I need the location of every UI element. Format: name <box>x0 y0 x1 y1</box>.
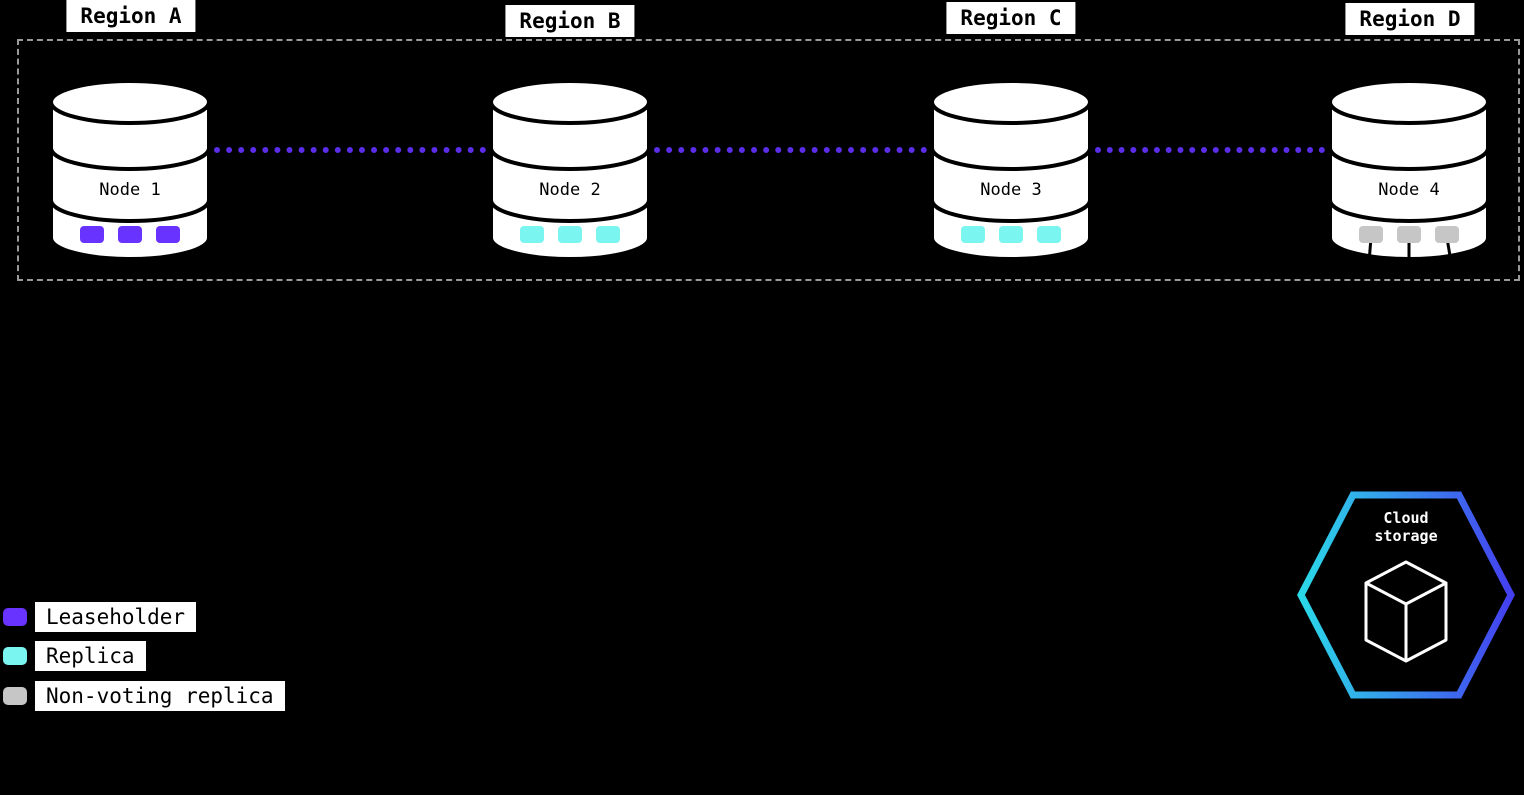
node-1-label: Node 1 <box>99 180 160 200</box>
node-1-cylinder: Node 1 <box>49 79 211 261</box>
cube-icon <box>1364 560 1448 663</box>
legend-label-replica: Replica <box>35 641 146 671</box>
cluster-boundary <box>17 39 1520 281</box>
database-top <box>489 79 651 125</box>
cloud-storage-label-line1: Cloud <box>1383 509 1428 527</box>
leaseholder-swatch-icon <box>3 608 27 626</box>
legend-item-leaseholder: Leaseholder <box>2 602 197 632</box>
region-d-label: Region D <box>1345 3 1475 35</box>
cloud-storage-hexagon: Cloud storage <box>1297 491 1515 699</box>
region-c-label: Region C <box>946 2 1076 34</box>
legend-item-replica: Replica <box>2 641 146 671</box>
node1-node2-link <box>214 147 486 153</box>
replica-square <box>1037 226 1061 243</box>
node2-node3-link <box>654 147 927 153</box>
node-2-label: Node 2 <box>539 180 600 200</box>
leaseholder-square <box>156 226 180 243</box>
legend-item-non-voting-replica: Non-voting replica <box>2 681 285 711</box>
hexagon-outline <box>1297 491 1515 699</box>
node-4-cylinder: Node 4 <box>1328 79 1490 263</box>
non-voting-replica-square <box>1435 226 1459 243</box>
node-4-label: Node 4 <box>1378 180 1439 200</box>
database-top <box>1328 79 1490 125</box>
database-top <box>930 79 1092 125</box>
replica-swatch-icon <box>3 647 27 665</box>
legend-label-non-voting-replica: Non-voting replica <box>35 681 285 711</box>
non-voting-replica-swatch-icon <box>3 687 27 705</box>
region-b-label: Region B <box>505 5 635 37</box>
node3-node4-link <box>1095 147 1325 153</box>
non-voting-replica-square <box>1359 226 1383 243</box>
node-3-label: Node 3 <box>980 180 1041 200</box>
replica-square <box>558 226 582 243</box>
database-top <box>49 79 211 125</box>
leaseholder-square <box>118 226 142 243</box>
replica-square <box>520 226 544 243</box>
legend-label-leaseholder: Leaseholder <box>35 602 197 632</box>
node-3-cylinder: Node 3 <box>930 79 1092 261</box>
replica-square <box>961 226 985 243</box>
replica-square <box>999 226 1023 243</box>
region-a-label: Region A <box>66 0 196 32</box>
non-voting-replica-square <box>1397 226 1421 243</box>
replica-square <box>596 226 620 243</box>
node-2-cylinder: Node 2 <box>489 79 651 261</box>
cloud-storage-label-line2: storage <box>1374 527 1437 545</box>
leaseholder-square <box>80 226 104 243</box>
